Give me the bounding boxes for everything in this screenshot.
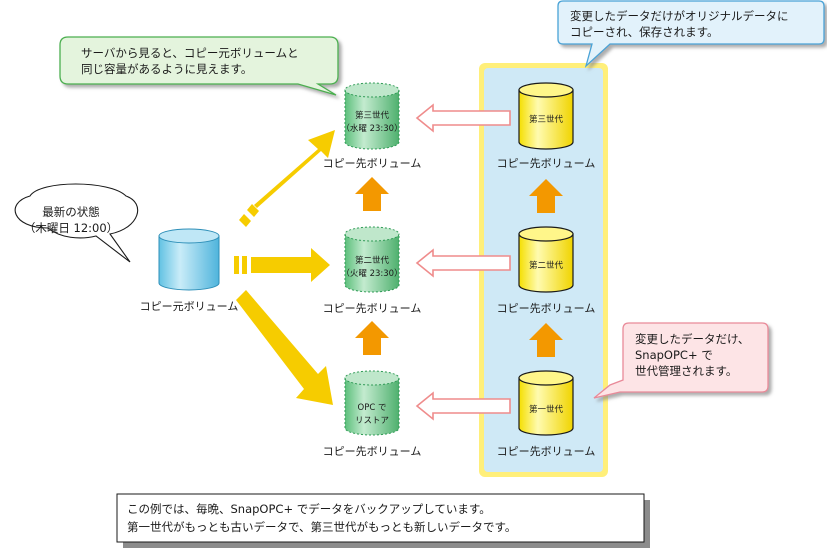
physical-volume-third-label: コピー先ボリューム	[497, 157, 596, 170]
virtual-volume-third-line2: （水曜 23:30）	[341, 123, 402, 134]
generation-managed-line3: 世代管理されます。	[635, 364, 737, 378]
virtual-volume-third-line1: 第三世代	[355, 110, 390, 121]
physical-volume-third-text: 第三世代	[529, 114, 564, 125]
physical-volume-cylinder-third	[518, 82, 574, 150]
source-volume-cylinder	[158, 228, 220, 291]
virtual-volume-restore-line2: リストア	[355, 416, 389, 426]
changed-data-saved-callout	[557, 0, 825, 68]
server-view-callout-line1: サーバから見ると、コピー元ボリュームと	[81, 46, 299, 60]
generation-managed-line1: 変更したデータだけ、	[635, 332, 749, 346]
footer-note-line1: この例では、毎晩、SnapOPC+ でデータをバックアップしています。	[127, 502, 491, 516]
orange-arrow-virtual-upper	[355, 177, 389, 211]
virtual-volume-restore-line1: OPC で	[358, 403, 387, 413]
virtual-volume-cylinder-third	[344, 82, 400, 150]
orange-arrow-physical-lower	[529, 323, 563, 357]
virtual-volume-second-label: コピー先ボリューム	[323, 302, 422, 315]
orange-arrow-virtual-lower	[355, 321, 389, 355]
physical-volume-second-label: コピー先ボリューム	[497, 302, 596, 315]
physical-volume-cylinder-second	[518, 226, 574, 293]
server-view-callout	[59, 36, 339, 96]
pink-copy-arrows	[415, 103, 511, 421]
footer-note-line2: 第一世代がもっとも古いデータで、第三世代がもっとも新しいデータです。	[127, 520, 516, 534]
physical-volume-cylinder-first	[518, 370, 574, 436]
pink-arrow-first	[415, 391, 511, 421]
yellow-arrow-upper	[239, 130, 335, 227]
virtual-volume-cylinder-restore	[344, 370, 400, 436]
yellow-arrow-middle	[234, 248, 330, 282]
generation-managed-callout	[593, 322, 769, 399]
latest-state-line1: 最新の状態	[42, 205, 100, 219]
pink-arrow-second	[415, 248, 511, 278]
virtual-volume-second-line2: （火曜 23:30）	[341, 268, 402, 279]
virtual-volume-third-label: コピー先ボリューム	[323, 157, 422, 170]
virtual-volume-second-line1: 第二世代	[355, 255, 390, 266]
yellow-arrows	[234, 130, 335, 405]
physical-volume-second-text: 第二世代	[529, 260, 564, 271]
generation-managed-line2: SnapOPC+ で	[635, 348, 713, 362]
latest-state-line2: （木曜日 12:00）	[24, 221, 118, 235]
orange-arrow-physical-upper	[529, 179, 563, 213]
physical-volume-first-label: コピー先ボリューム	[497, 445, 596, 458]
orange-up-arrows	[355, 177, 563, 357]
source-volume-label: コピー元ボリューム	[140, 300, 239, 313]
pink-arrow-third	[415, 103, 511, 133]
virtual-volume-restore-label: コピー先ボリューム	[323, 445, 422, 458]
footer-note-box	[116, 493, 650, 548]
changed-data-saved-line1: 変更したデータだけがオリジナルデータに	[570, 9, 789, 23]
latest-state-callout	[14, 183, 138, 263]
changed-data-saved-line2: コピーされ、保存されます。	[570, 25, 718, 39]
yellow-arrow-lower	[236, 290, 333, 405]
physical-volume-first-text: 第一世代	[529, 404, 564, 415]
virtual-volume-cylinder-second	[344, 226, 400, 293]
server-view-callout-line2: 同じ容量があるように見えます。	[81, 62, 252, 76]
